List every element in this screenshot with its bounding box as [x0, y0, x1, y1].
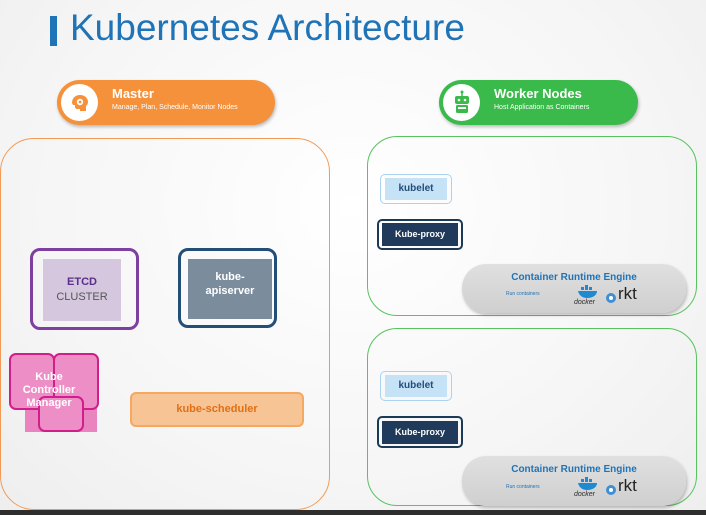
docker-label: docker [574, 491, 596, 498]
page-title: Kubernetes Architecture [70, 7, 465, 48]
docker-whale-icon [577, 476, 599, 496]
container-runtime-engine: Container Runtime Engine Run containers … [462, 264, 686, 313]
kube-apiserver-label: kube- apiserver [205, 271, 255, 297]
docker-label: docker [574, 299, 596, 306]
etcd-label: ETCD [67, 276, 97, 288]
brain-gear-icon [61, 84, 98, 121]
runtime-title: Container Runtime Engine [511, 272, 637, 283]
kube-proxy-box: Kube-proxy [382, 223, 458, 246]
worker-node-box [367, 136, 697, 316]
controller-manager-label: Kube Controller Manager [22, 371, 76, 409]
robot-icon [443, 84, 480, 121]
master-header: Master Manage, Plan, Schedule, Monitor N… [57, 80, 275, 125]
master-title: Master [112, 86, 154, 101]
kube-scheduler-box: kube-scheduler [130, 392, 304, 427]
controller-manager-box [38, 396, 84, 432]
runtime-subtitle: Run containers [506, 291, 540, 297]
etcd-cluster-label: CLUSTER [56, 291, 108, 303]
kubelet-box: kubelet [385, 375, 447, 397]
bottom-divider [0, 510, 706, 515]
docker-whale-icon [577, 284, 599, 304]
kube-proxy-frame [377, 219, 463, 250]
runtime-title: Container Runtime Engine [511, 464, 637, 475]
kube-proxy-frame [377, 416, 463, 448]
kube-proxy-box: Kube-proxy [382, 421, 458, 444]
rkt-label: rkt [618, 476, 637, 495]
rkt-icon [605, 483, 617, 501]
title-accent-bar [50, 16, 57, 46]
container-runtime-engine: Container Runtime Engine Run containers … [462, 456, 686, 506]
kubelet-box: kubelet [385, 178, 447, 200]
master-subtitle: Manage, Plan, Schedule, Monitor Nodes [112, 104, 238, 111]
kubelet-frame [380, 371, 452, 401]
rkt-icon [605, 291, 617, 309]
worker-header: Worker Nodes Host Application as Contain… [439, 80, 638, 125]
master-node-box [0, 138, 330, 510]
worker-subtitle: Host Application as Containers [494, 104, 590, 111]
kube-apiserver-box [188, 259, 272, 319]
kubelet-frame [380, 174, 452, 204]
rkt-label: rkt [618, 284, 637, 303]
etcd-cluster-frame [30, 248, 139, 330]
controller-manager-box [9, 353, 55, 410]
worker-title: Worker Nodes [494, 86, 582, 101]
etcd-cluster-box [43, 259, 121, 321]
kube-apiserver-frame [178, 248, 277, 328]
runtime-subtitle: Run containers [506, 484, 540, 490]
